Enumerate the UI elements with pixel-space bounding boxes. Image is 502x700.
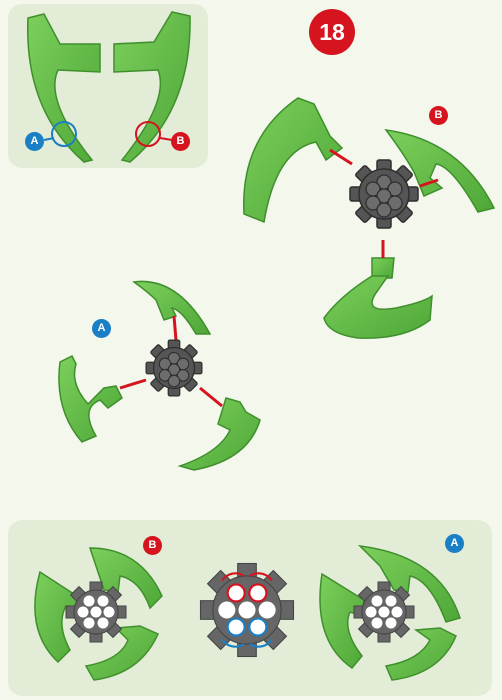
connector-line-icon (119, 315, 223, 408)
gear-hub-icon (349, 159, 419, 229)
curved-blade-icon (34, 547, 163, 681)
connector-line-icon (329, 148, 439, 258)
gear-hub-icon (65, 581, 127, 643)
label-b-result: B (143, 536, 162, 555)
label-a-result: A (445, 534, 464, 553)
gear-hub-icon (199, 562, 295, 658)
curved-blade-icon (243, 97, 496, 339)
label-b-detail: B (171, 132, 190, 151)
label-b-assembly: B (429, 106, 448, 125)
curved-blade-icon (319, 544, 461, 681)
detail-circle-a (51, 121, 77, 147)
label-a-assembly: A (92, 319, 111, 338)
gear-hub-icon (145, 339, 203, 397)
label-a-detail: A (25, 132, 44, 151)
step-number-badge: 18 (309, 9, 355, 55)
gear-hub-icon (353, 581, 415, 643)
curved-blade-icon (58, 280, 261, 471)
detail-circle-b (135, 121, 161, 147)
m-shaped-piece-icon (27, 11, 191, 163)
